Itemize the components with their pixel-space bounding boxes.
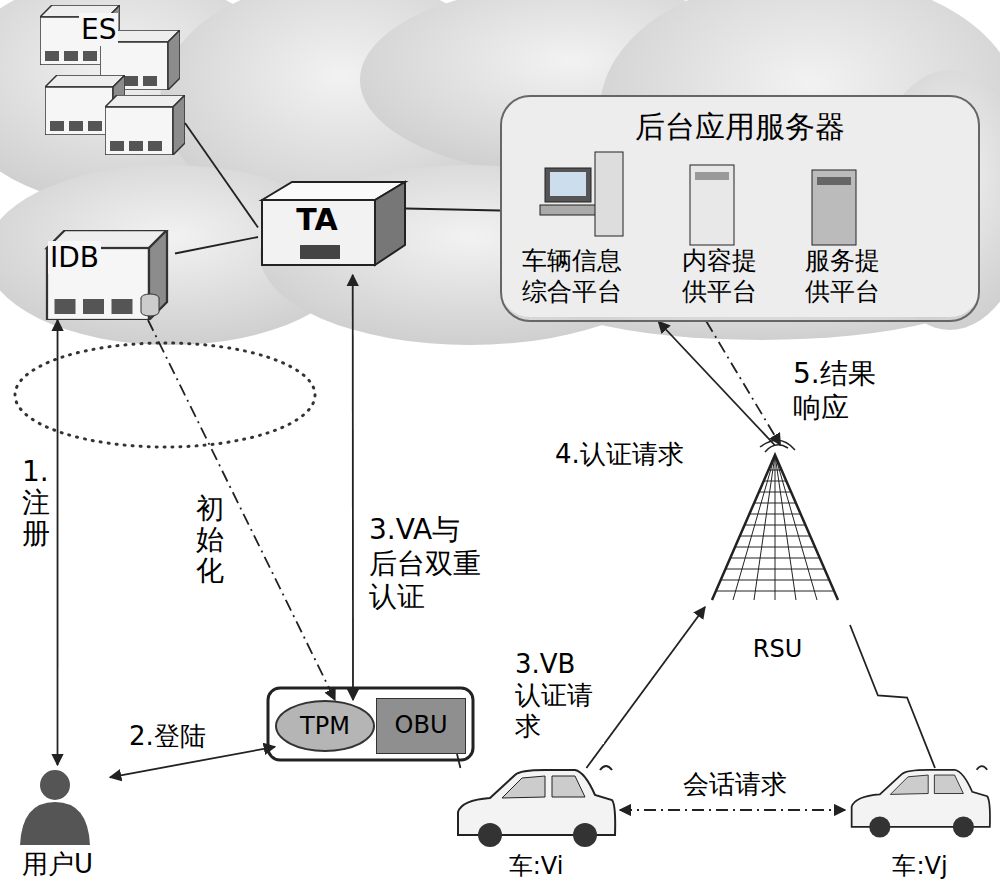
rsu-tower: RSU [705,445,850,670]
tower-lattice [733,455,775,600]
node-label: TPM [277,712,373,740]
cloud [0,0,1000,345]
edge-label: 1. 注册 [20,455,52,551]
connector [658,322,774,446]
node-label: 车辆信息综合平台 [521,245,624,308]
node-label: ES [79,13,118,46]
connector [57,320,59,765]
vehicle: 车:Vi [452,768,620,884]
node-label: 服务提供平台 [803,245,881,308]
tpm-obu-housing [268,688,473,760]
connector [175,237,258,254]
connector [586,607,705,768]
node-label: RSU [705,635,850,663]
edge-label: 5.结果响应 [790,356,888,425]
edge-label: 2.登陆 [126,720,209,753]
es-servers [40,5,185,155]
tpm-module: TPM [275,700,375,752]
rsu-tower [712,440,838,600]
connector [706,322,780,446]
node-label: 车:Vj [845,850,995,882]
server-label: ES [35,3,185,153]
connector [185,123,258,228]
tower-lattice [775,455,796,600]
tower-lattice [775,455,817,600]
connector [457,754,460,768]
platform-box: 内容提供平台 [664,159,774,314]
connector [148,320,335,700]
car-vi [458,766,615,847]
node-label: OBU [377,711,465,739]
edge-label: 初始化 [194,492,226,588]
edge-label: 4.认证请求 [552,438,687,471]
platform-box: 车辆信息综合平台 [507,159,637,314]
node-label: IDB [48,241,101,274]
connector [352,275,354,700]
edge-label: 3.VB认证请求 [512,648,604,744]
ta-server [262,182,405,265]
user-figure: 用户U [5,765,110,884]
user-icon [20,770,90,845]
server-group: 后台应用服务器车辆信息综合平台内容提供平台服务提供平台 [500,95,980,322]
node-label: TA [293,202,340,237]
server-label: IDB [40,225,175,320]
backend-panel [500,95,980,317]
tower-lattice [775,455,776,600]
obu-module: OBU [376,698,466,754]
connector [850,625,935,768]
node-label: 内容提供平台 [680,245,758,308]
server-label: TA [258,180,406,275]
edge-label: 会话请求 [680,768,790,801]
platform-box: 服务提供平台 [787,159,897,314]
connector [620,809,845,811]
car-vj [852,766,990,837]
edge-label: 3.VA与后台双重认证 [366,512,487,615]
connector [406,209,500,211]
idb-server [47,230,167,320]
dotted-ellipse [15,343,315,447]
node-label: 后台应用服务器 [502,107,978,148]
node-label: 车:Vi [452,850,620,882]
platform-icons [540,152,856,245]
vehicle: 车:Vj [845,768,995,884]
tower-lattice [754,455,775,600]
node-label: 用户U [5,847,110,882]
